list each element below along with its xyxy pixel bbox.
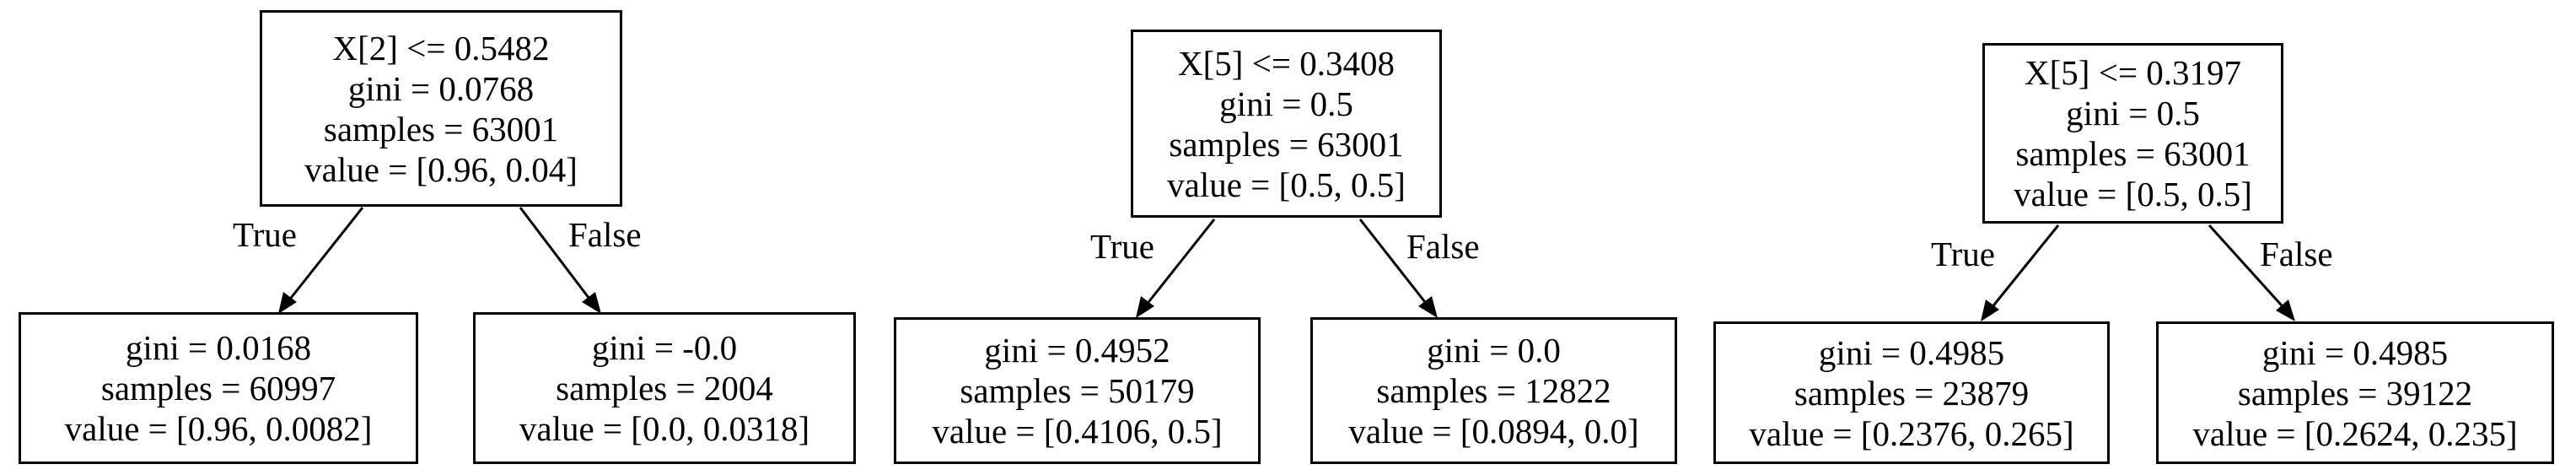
tree-1-root-gini: gini = 0.0768 [347, 68, 535, 108]
tree-3-arrow-true [1981, 300, 1999, 321]
tree-2-edge-false [1358, 219, 1433, 310]
tree-1-edge-false [519, 207, 596, 306]
tree-2-left-leaf: gini = 0.4952 samples = 50179 value = [0… [894, 317, 1261, 464]
tree-2-root-node: X[5] <= 0.3408 gini = 0.5 samples = 6300… [1131, 30, 1442, 218]
tree-2-root-value: value = [0.5, 0.5] [1167, 165, 1406, 204]
tree-2-right-value: value = [0.0894, 0.0] [1348, 412, 1639, 451]
tree-2-left-samples: samples = 50179 [960, 371, 1195, 410]
tree-1-root-split: X[2] <= 0.5482 [332, 28, 550, 67]
tree-2-edge-true [1141, 219, 1216, 310]
tree-1-left-gini: gini = 0.0168 [125, 328, 312, 367]
tree-3-right-gini: gini = 0.4985 [2261, 332, 2449, 372]
tree-3-right-leaf: gini = 0.4985 samples = 39122 value = [0… [2156, 321, 2554, 464]
tree-3-arrow-false [2276, 300, 2295, 321]
tree-3-root-gini: gini = 0.5 [2066, 94, 2200, 132]
tree-1-false-label: False [568, 215, 642, 254]
tree-3-root-value: value = [0.5, 0.5] [2014, 175, 2252, 213]
tree-3-left-gini: gini = 0.4985 [1818, 332, 2005, 372]
tree-1-right-value: value = [0.0, 0.0318] [519, 409, 810, 448]
tree-2-false-label: False [1406, 227, 1480, 266]
tree-2-arrow-true [1136, 296, 1154, 318]
tree-2-right-gini: gini = 0.0 [1427, 331, 1561, 370]
tree-2-right-samples: samples = 12822 [1376, 371, 1611, 410]
tree-3-left-value: value = [0.2376, 0.265] [1749, 413, 2074, 453]
tree-1-left-value: value = [0.96, 0.0082] [64, 409, 373, 448]
tree-3-right-samples: samples = 39122 [2237, 373, 2473, 413]
tree-1-root-samples: samples = 63001 [323, 109, 559, 148]
tree-1-right-leaf: gini = -0.0 samples = 2004 value = [0.0,… [473, 312, 856, 464]
tree-2-root-samples: samples = 63001 [1169, 124, 1404, 164]
tree-1-right-gini: gini = -0.0 [591, 328, 738, 367]
tree-3-true-label: True [1931, 235, 1995, 273]
tree-3-left-samples: samples = 23879 [1794, 373, 2030, 413]
tree-2-right-leaf: gini = 0.0 samples = 12822 value = [0.08… [1310, 317, 1677, 464]
tree-1-edge-true [283, 207, 364, 306]
tree-3-root-split: X[5] <= 0.3197 [2025, 53, 2241, 92]
tree-1-arrow-true [278, 292, 297, 314]
tree-3-root-node: X[5] <= 0.3197 gini = 0.5 samples = 6300… [1982, 43, 2283, 224]
tree-3-edge-true [1986, 224, 2060, 314]
tree-2-true-label: True [1090, 227, 1154, 266]
tree-2-left-value: value = [0.4106, 0.5] [932, 412, 1223, 451]
tree-1-arrow-false [582, 292, 601, 314]
tree-3-false-label: False [2260, 235, 2333, 273]
tree-1-root-node: X[2] <= 0.5482 gini = 0.0768 samples = 6… [260, 10, 622, 207]
tree-1-left-leaf: gini = 0.0168 samples = 60997 value = [0… [19, 312, 418, 464]
tree-2-root-split: X[5] <= 0.3408 [1178, 43, 1395, 83]
tree-2-root-gini: gini = 0.5 [1219, 84, 1353, 123]
tree-2-arrow-false [1418, 296, 1438, 318]
tree-1-root-value: value = [0.96, 0.04] [304, 149, 578, 189]
tree-3-left-leaf: gini = 0.4985 samples = 23879 value = [0… [1713, 321, 2110, 464]
tree-3-edge-false [2208, 224, 2290, 315]
tree-1-right-samples: samples = 2004 [556, 369, 773, 408]
tree-1-true-label: True [233, 215, 297, 254]
tree-2-left-gini: gini = 0.4952 [984, 331, 1170, 370]
tree-3-root-samples: samples = 63001 [2015, 134, 2251, 173]
tree-1-left-samples: samples = 60997 [100, 369, 336, 408]
tree-3-right-value: value = [0.2624, 0.235] [2192, 413, 2518, 453]
